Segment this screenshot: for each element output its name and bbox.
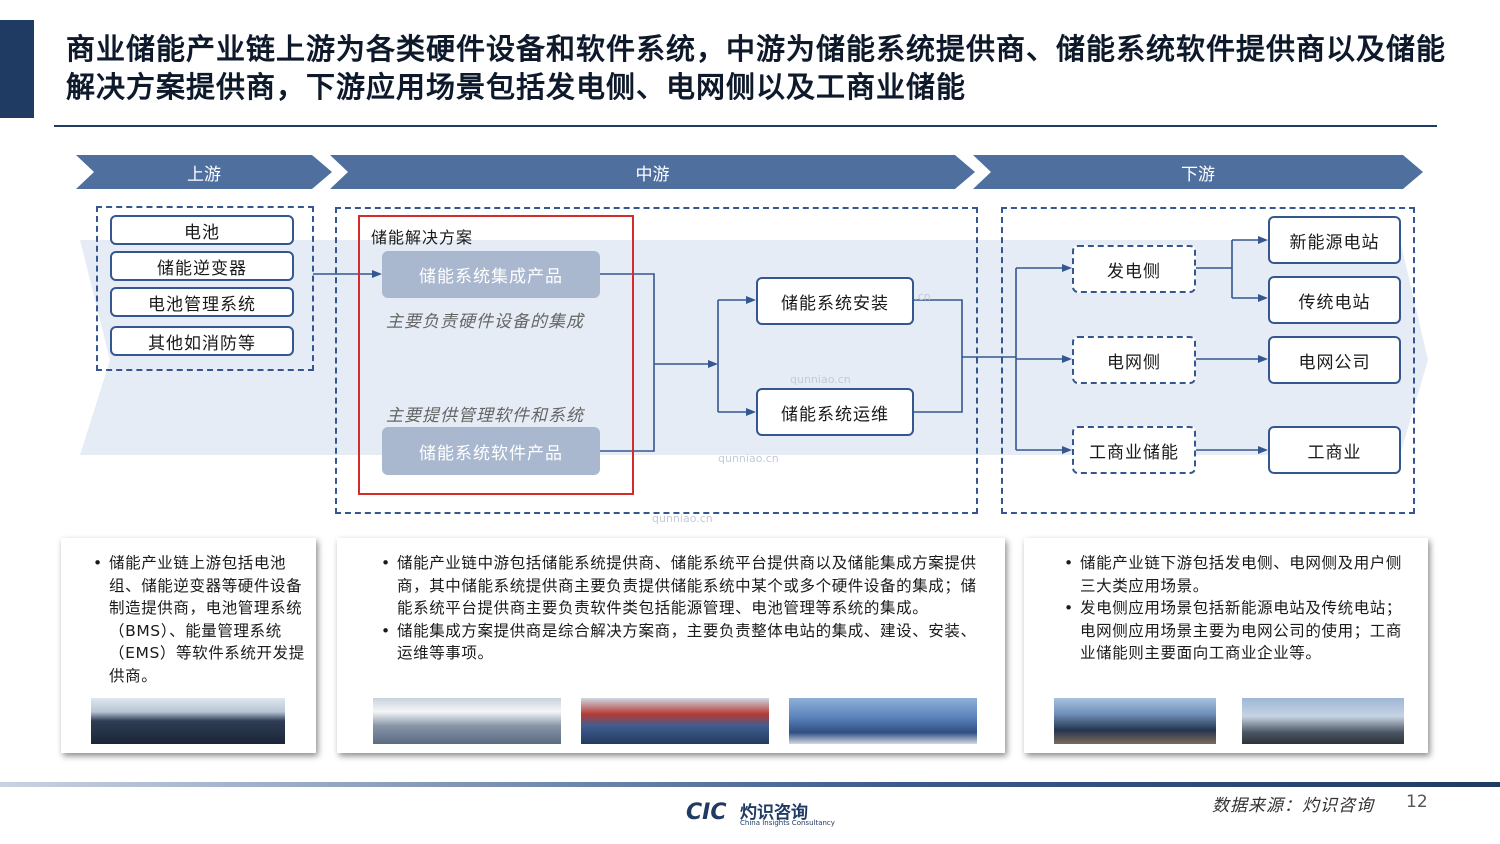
title-divider [54, 125, 1437, 127]
watermark-4: qunniao.cn [652, 512, 713, 525]
downstream-card: 储能产业链下游包括发电侧、电网侧及用户侧三大类应用场景。 发电侧应用场景包括新能… [1024, 538, 1428, 753]
midstream-card-point-1: 储能产业链中游包括储能系统提供商、储能系统平台提供商以及储能集成方案提供商，其中… [381, 552, 991, 620]
downstream-group [1001, 207, 1415, 514]
upstream-item-bms: 电池管理系统 [110, 287, 294, 317]
midstream-card-point-2: 储能集成方案提供商是综合解决方案商，主要负责整体电站的集成、建设、安装、运维等事… [381, 620, 991, 665]
upstream-item-battery: 电池 [110, 215, 294, 245]
midstream-group [335, 207, 978, 514]
downstream-card-point-1: 储能产业链下游包括发电侧、电网侧及用户侧三大类应用场景。 [1064, 552, 1418, 597]
software-note: 主要提供管理软件和系统 [386, 406, 584, 426]
upstream-item-other: 其他如消防等 [110, 326, 294, 356]
page-number: 12 [1406, 792, 1428, 812]
integration-note: 主要负责硬件设备的集成 [386, 312, 584, 332]
cic-logo-en: China Insights Consultancy [740, 819, 835, 827]
software-product-box: 储能系统软件产品 [382, 427, 600, 475]
midstream-card: 储能产业链中游包括储能系统提供商、储能系统平台提供商以及储能集成方案提供商，其中… [337, 538, 1005, 753]
upstream-card: 储能产业链上游包括电池组、储能逆变器等硬件设备制造提供商，电池管理系统（BMS）… [61, 538, 316, 753]
title-accent-bar [0, 20, 34, 118]
cic-logo: CIC 灼识咨询 China Insights Consultancy [686, 798, 835, 832]
upstream-group [96, 206, 314, 371]
upstream-solar-photo [91, 698, 285, 744]
solution-label: 储能解决方案 [371, 228, 474, 247]
integration-product-box: 储能系统集成产品 [382, 251, 600, 298]
connector-products-merge [600, 273, 655, 452]
footer-divider [0, 782, 1500, 787]
solution-highlight-frame [358, 215, 634, 495]
watermark-3: qunniao.cn [718, 452, 779, 465]
midstream-photo-2 [581, 698, 769, 744]
ci-storage-box: 工商业储能 [1072, 426, 1196, 474]
stage-upstream: 上游 [76, 155, 332, 189]
midstream-photo-1 [373, 698, 561, 744]
midstream-photo-3 [789, 698, 977, 744]
ci-enterprise-box: 工商业 [1268, 426, 1401, 474]
new-energy-station-box: 新能源电站 [1268, 216, 1401, 264]
cic-logo-mark: CIC [686, 800, 727, 825]
downstream-photo-1 [1054, 698, 1216, 744]
upstream-card-point-1: 储能产业链上游包括电池组、储能逆变器等硬件设备制造提供商，电池管理系统（BMS）… [93, 552, 306, 687]
upstream-item-inverter: 储能逆变器 [110, 251, 294, 281]
grid-company-box: 电网公司 [1268, 336, 1401, 384]
install-box: 储能系统安装 [756, 277, 914, 325]
gen-side-box: 发电侧 [1072, 245, 1196, 293]
grid-side-box: 电网侧 [1072, 336, 1196, 384]
om-box: 储能系统运维 [756, 388, 914, 436]
downstream-card-point-2: 发电侧应用场景包括新能源电站及传统电站；电网侧应用场景主要为电网公司的使用；工商… [1064, 597, 1418, 665]
stage-midstream: 中游 [330, 155, 975, 189]
downstream-photo-2 [1242, 698, 1404, 744]
watermark-2: qunniao.cn [790, 373, 851, 386]
traditional-station-box: 传统电站 [1268, 276, 1401, 324]
page-title: 商业储能产业链上游为各类硬件设备和软件系统，中游为储能系统提供商、储能系统软件提… [66, 32, 1447, 104]
cic-logo-cn: 灼识咨询 [740, 803, 808, 823]
data-source: 数据来源：灼识咨询 [1212, 796, 1374, 816]
stage-downstream: 下游 [973, 155, 1423, 189]
